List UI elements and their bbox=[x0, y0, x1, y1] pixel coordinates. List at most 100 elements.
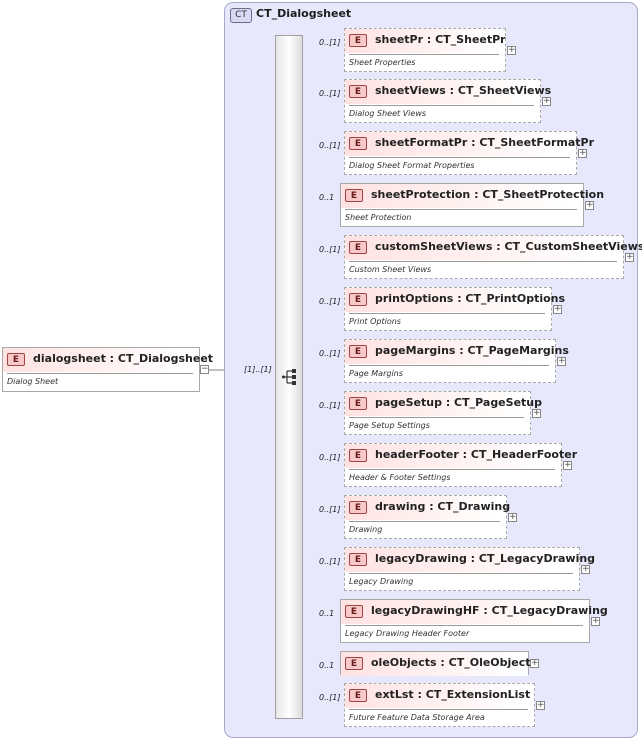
expand-toggle[interactable]: + bbox=[536, 700, 545, 710]
element-name: sheetViews : CT_SheetViews bbox=[375, 84, 552, 97]
element-name: printOptions : CT_PrintOptions bbox=[375, 292, 566, 305]
complex-type-badge: CT bbox=[230, 8, 252, 23]
element-badge: E bbox=[349, 345, 367, 358]
element-doc: Drawing bbox=[349, 525, 383, 534]
complex-type-title: CT_Dialogsheet bbox=[256, 7, 352, 20]
element-badge: E bbox=[349, 293, 367, 306]
root-element-header: E dialogsheet : CT_Dialogsheet bbox=[3, 348, 213, 372]
expand-toggle[interactable]: + bbox=[591, 616, 600, 626]
element-cardinality: 0..1 bbox=[319, 661, 335, 670]
root-element-dialogsheet[interactable]: E dialogsheet : CT_Dialogsheet Dialog Sh… bbox=[2, 347, 213, 392]
expand-toggle[interactable]: + bbox=[532, 408, 541, 418]
element-doc: Page Setup Settings bbox=[349, 421, 430, 430]
element-badge: E bbox=[349, 85, 367, 98]
element-name: legacyDrawing : CT_LegacyDrawing bbox=[375, 552, 596, 565]
element-name: extLst : CT_ExtensionList bbox=[375, 688, 531, 701]
element-doc: Legacy Drawing Header Footer bbox=[345, 629, 470, 638]
element-separator bbox=[349, 157, 570, 158]
element-separator bbox=[345, 209, 577, 210]
element-name: pageMargins : CT_PageMargins bbox=[375, 344, 569, 357]
expand-toggle[interactable]: + bbox=[625, 252, 634, 262]
element-badge: E bbox=[349, 689, 367, 702]
element-badge: E bbox=[349, 34, 367, 47]
element-name: customSheetViews : CT_CustomSheetViews bbox=[375, 240, 642, 253]
element-cardinality: 0..[1] bbox=[319, 693, 341, 702]
expand-toggle[interactable]: + bbox=[585, 200, 594, 210]
element-cardinality: 0..[1] bbox=[319, 349, 341, 358]
element-separator bbox=[349, 105, 534, 106]
element-doc: Page Margins bbox=[349, 369, 403, 378]
element-separator bbox=[349, 573, 573, 574]
element-cardinality: 0..[1] bbox=[319, 401, 341, 410]
root-element-name: dialogsheet : CT_Dialogsheet bbox=[33, 352, 214, 365]
element-cardinality: 0..[1] bbox=[319, 557, 341, 566]
element-doc: Dialog Sheet Views bbox=[349, 109, 427, 118]
collapse-toggle[interactable]: − bbox=[200, 364, 209, 374]
element-badge: E bbox=[349, 241, 367, 254]
expand-toggle[interactable]: + bbox=[553, 304, 562, 314]
element-badge: E bbox=[349, 501, 367, 514]
expand-toggle[interactable]: + bbox=[557, 356, 566, 366]
element-doc: Future Feature Data Storage Area bbox=[349, 713, 485, 722]
element-doc: Print Options bbox=[349, 317, 401, 326]
element-name: sheetFormatPr : CT_SheetFormatPr bbox=[375, 136, 595, 149]
expand-toggle[interactable]: + bbox=[508, 512, 517, 522]
element-separator bbox=[349, 261, 617, 262]
element-doc: Sheet Properties bbox=[349, 58, 416, 67]
element-name: sheetPr : CT_SheetPr bbox=[375, 33, 506, 46]
expand-toggle[interactable]: + bbox=[581, 564, 590, 574]
element-cardinality: 0..[1] bbox=[319, 38, 341, 47]
element-doc: Sheet Protection bbox=[345, 213, 412, 222]
root-separator bbox=[7, 373, 193, 374]
element-name: legacyDrawingHF : CT_LegacyDrawing bbox=[371, 604, 608, 617]
element-badge: E bbox=[7, 353, 25, 366]
element-cardinality: 0..[1] bbox=[319, 297, 341, 306]
element-separator bbox=[349, 469, 555, 470]
element-separator bbox=[349, 417, 524, 418]
element-separator bbox=[345, 625, 583, 626]
element-cardinality: 0..[1] bbox=[319, 505, 341, 514]
root-element-doc: Dialog Sheet bbox=[7, 377, 59, 386]
root-cardinality: [1]..[1] bbox=[244, 365, 272, 374]
element-cardinality: 0..[1] bbox=[319, 141, 341, 150]
element-name: headerFooter : CT_HeaderFooter bbox=[375, 448, 578, 461]
expand-toggle[interactable]: + bbox=[507, 45, 516, 55]
expand-toggle[interactable]: + bbox=[578, 148, 587, 158]
element-cardinality: 0..1 bbox=[319, 609, 335, 618]
element-cardinality: 0..[1] bbox=[319, 453, 341, 462]
expand-toggle[interactable]: + bbox=[563, 460, 572, 470]
expand-toggle[interactable]: + bbox=[530, 658, 539, 668]
element-separator bbox=[349, 54, 499, 55]
element-name: drawing : CT_Drawing bbox=[375, 500, 511, 513]
element-cardinality: 0..1 bbox=[319, 193, 335, 202]
element-name: pageSetup : CT_PageSetup bbox=[375, 396, 542, 409]
element-badge: E bbox=[345, 657, 363, 670]
element-badge: E bbox=[349, 397, 367, 410]
expand-toggle[interactable]: + bbox=[542, 96, 551, 106]
element-separator bbox=[349, 313, 545, 314]
element-doc: Custom Sheet Views bbox=[349, 265, 432, 274]
